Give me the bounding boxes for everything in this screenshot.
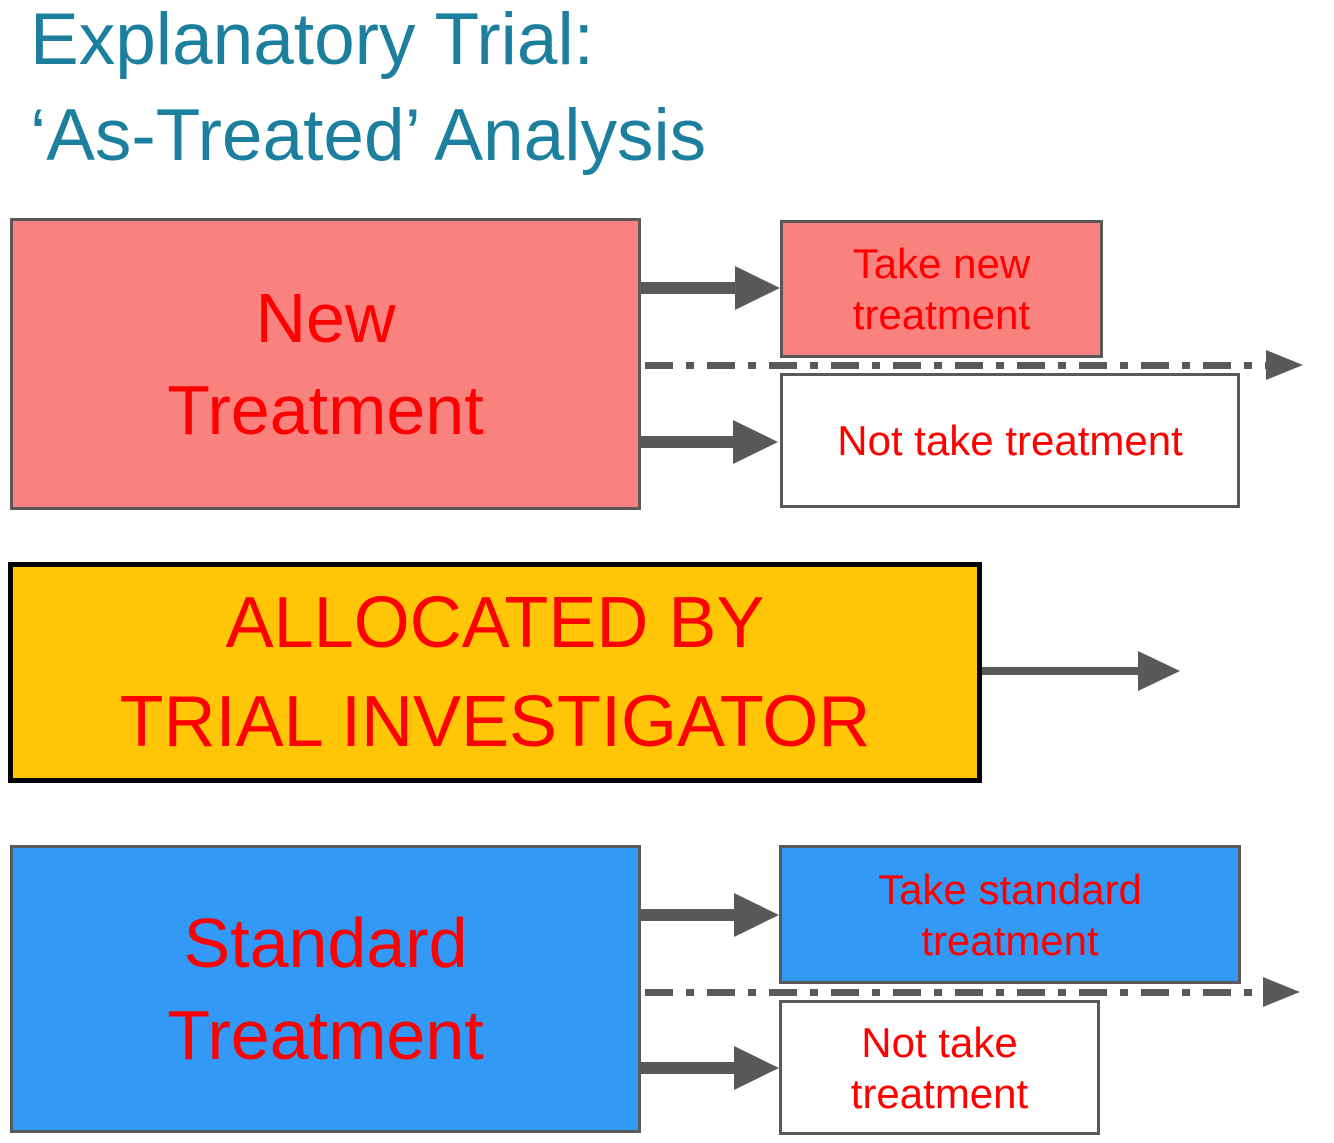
dashdot-line [645, 988, 1263, 996]
take-standard-label-line1: Take standard [878, 865, 1142, 913]
take-standard-label-line2: treatment [921, 916, 1099, 964]
allocated-by-investigator-box: ALLOCATED BY TRIAL INVESTIGATOR [8, 562, 982, 783]
arrow-allocation-out [982, 651, 1180, 691]
arrowhead-icon [735, 266, 780, 310]
take-new-label-line2: treatment [852, 291, 1031, 338]
arrow-new-to-nottake [641, 420, 778, 464]
arrow-shaft [641, 436, 733, 448]
standard-treatment-label-line2: Treatment [167, 996, 484, 1074]
arrowhead-icon [734, 893, 779, 937]
arrowhead-icon [1266, 350, 1303, 380]
arrow-new-to-take [641, 266, 780, 310]
arrowhead-icon [734, 1046, 779, 1090]
take-standard-treatment-box: Take standard treatment [779, 845, 1241, 984]
page-title: Explanatory Trial: ‘As-Treated’ Analysis [30, 0, 706, 184]
arrow-shaft [641, 1062, 734, 1074]
page-title-line1: Explanatory Trial: [30, 0, 594, 80]
standard-treatment-label-line1: Standard [183, 904, 468, 982]
arrow-shaft [641, 282, 735, 294]
not-take-treatment-box-top: Not take treatment [780, 373, 1240, 508]
new-treatment-label-line1: New [255, 279, 396, 357]
not-take-bottom-label-line1: Not take [861, 1018, 1018, 1066]
new-treatment-box: New Treatment [10, 218, 641, 510]
arrow-standard-to-take [641, 893, 779, 937]
arrowhead-icon [1263, 977, 1300, 1007]
allocation-label-line2: TRIAL INVESTIGATOR [119, 681, 871, 762]
not-take-treatment-box-bottom: Not take treatment [779, 1000, 1100, 1135]
not-take-bottom-label-line2: treatment [850, 1069, 1029, 1117]
not-take-top-label: Not take treatment [837, 417, 1183, 464]
arrow-shaft [982, 667, 1138, 675]
arrow-standard-to-nottake [641, 1046, 779, 1090]
take-new-label-line1: Take new [852, 240, 1031, 287]
dashdot-arrow-top-comparison [645, 350, 1303, 380]
standard-treatment-box: Standard Treatment [10, 845, 641, 1133]
take-new-treatment-box: Take new treatment [780, 220, 1103, 358]
allocation-label-line1: ALLOCATED BY [225, 582, 765, 663]
arrowhead-icon [733, 420, 778, 464]
dashdot-line [645, 361, 1266, 369]
arrowhead-icon [1138, 651, 1180, 691]
page-title-line2: ‘As-Treated’ Analysis [30, 95, 707, 176]
new-treatment-label-line2: Treatment [167, 371, 484, 449]
arrow-shaft [641, 909, 734, 921]
dashdot-arrow-bottom-comparison [645, 977, 1300, 1007]
